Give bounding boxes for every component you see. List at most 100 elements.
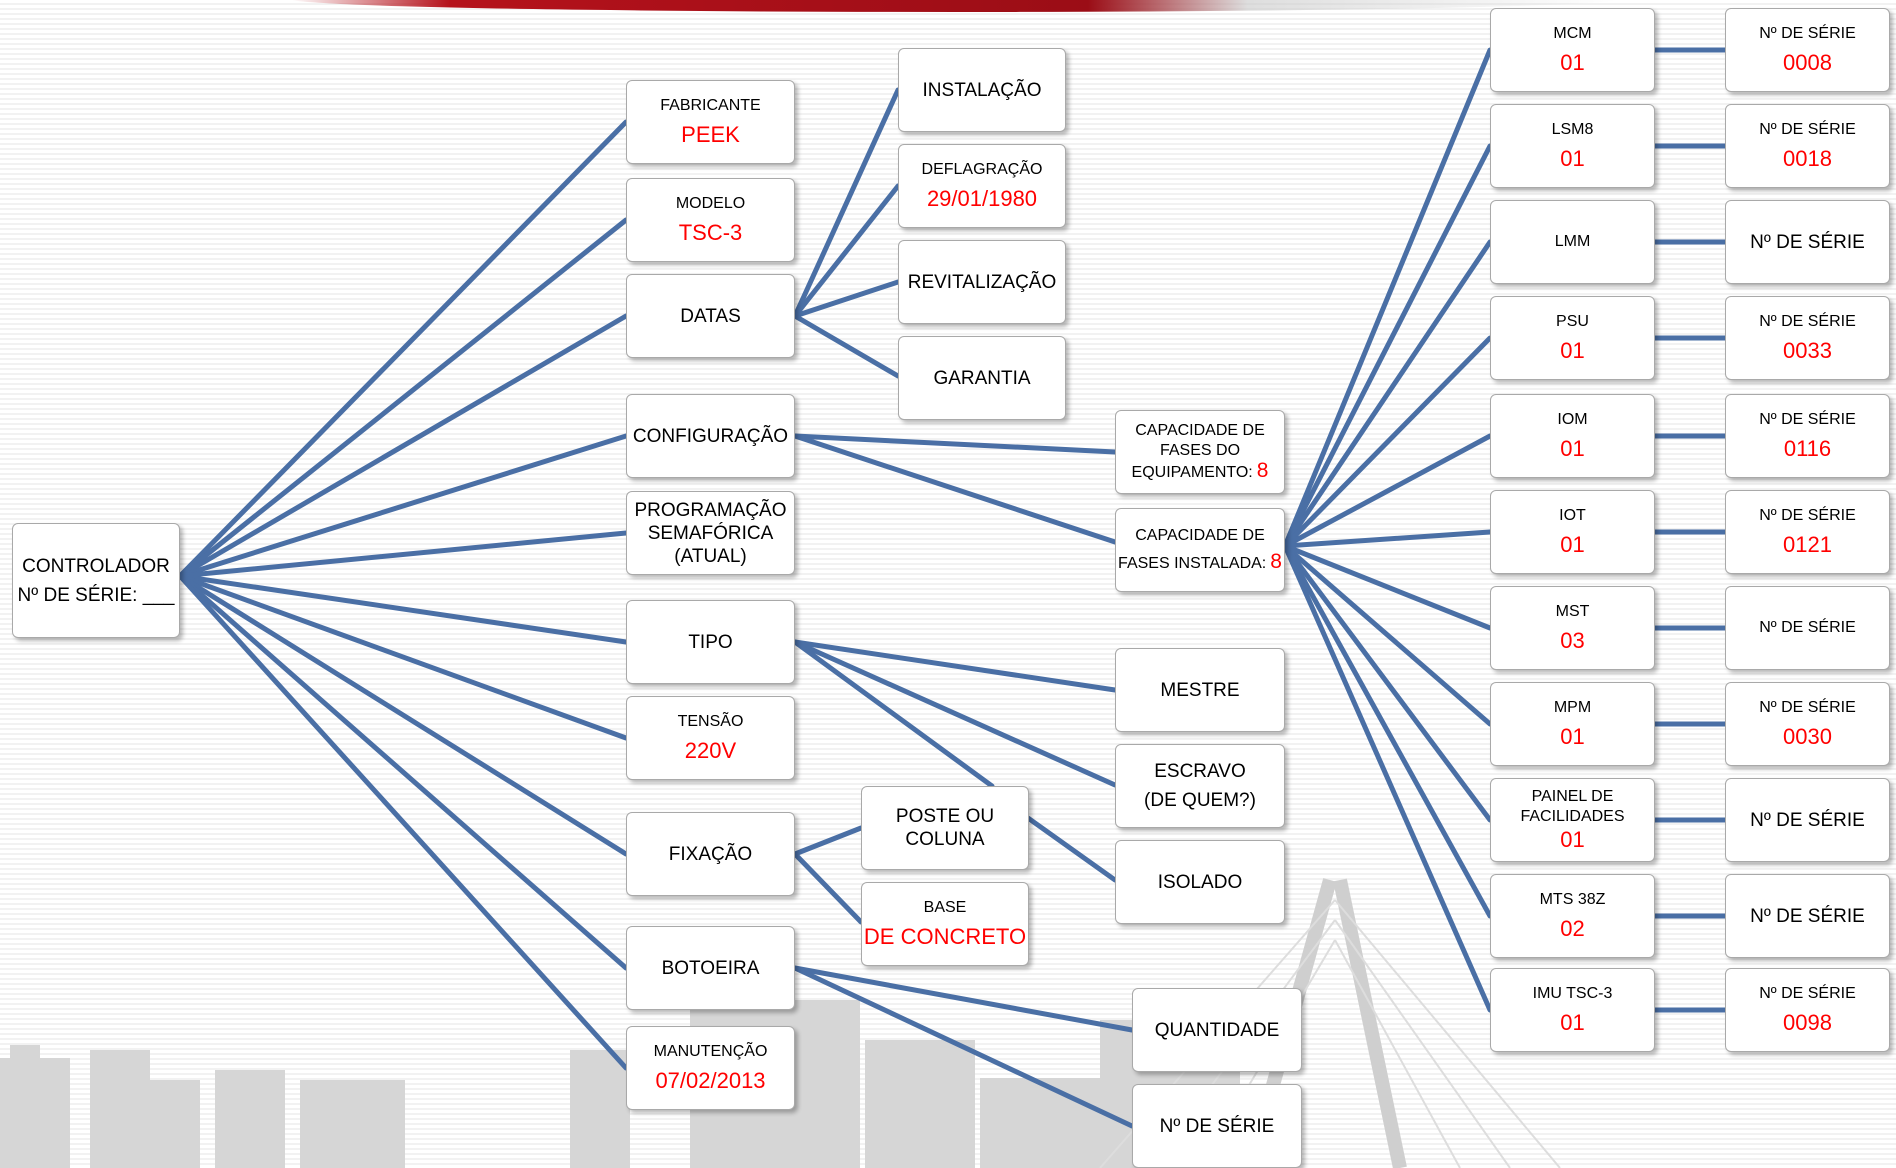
serial-label: Nº DE SÉRIE [1750, 231, 1865, 253]
connector-line [792, 825, 864, 857]
connector-line [177, 313, 629, 579]
serial-label: Nº DE SÉRIE [1759, 313, 1856, 330]
configuracao-box: CONFIGURAÇÃO [626, 394, 795, 478]
connector-line [792, 965, 1135, 1129]
connector-line [1282, 543, 1493, 1013]
modelo-value: TSC-3 [678, 220, 743, 245]
isolado-box: ISOLADO [1115, 840, 1285, 924]
module-qty: 01 [1560, 338, 1585, 363]
connector-line [1025, 815, 1118, 883]
connector-line [177, 530, 629, 579]
module-name: PAINEL DE FACILIDADES [1520, 788, 1625, 825]
module-qty: 01 [1560, 532, 1585, 557]
serial-label: Nº DE SÉRIE [1759, 699, 1856, 716]
module-name: MCM [1553, 25, 1592, 42]
serial-label: Nº DE SÉRIE [1759, 619, 1856, 636]
module-box: PSU 01 [1490, 296, 1655, 380]
serial-box: Nº DE SÉRIE [1725, 586, 1890, 670]
connector-line [177, 573, 629, 857]
botoeira-label: BOTOEIRA [661, 957, 760, 979]
module-box: LMM [1490, 200, 1655, 284]
serial-box: Nº DE SÉRIE 0098 [1725, 968, 1890, 1052]
poste-box: POSTE OU COLUNA [861, 786, 1029, 870]
revitalizacao-label: REVITALIZAÇÃO [907, 271, 1057, 293]
module-qty: 01 [1560, 724, 1585, 749]
connector-line [792, 639, 995, 789]
module-qty: 01 [1560, 146, 1585, 171]
cap-equipamento-line3-row: EQUIPAMENTO:8 [1131, 459, 1269, 483]
tensao-box: TENSÃO 220V [626, 696, 795, 780]
module-qty: 01 [1560, 827, 1585, 852]
cap-instalada-line1: CAPACIDADE DE [1135, 527, 1265, 544]
header-banner [290, 0, 1620, 12]
cap-equipamento-line1: CAPACIDADE DE [1135, 422, 1265, 439]
cap-equipamento-box: CAPACIDADE DE FASES DO EQUIPAMENTO:8 [1115, 410, 1285, 494]
connector-line [177, 573, 629, 645]
escravo-line2: (DE QUEM?) [1144, 790, 1256, 811]
cap-equipamento-line2: FASES DO [1159, 442, 1241, 459]
manutencao-label: MANUTENÇÃO [653, 1043, 768, 1060]
serial-label: Nº DE SÉRIE [1750, 905, 1865, 927]
serial-value: 0033 [1783, 338, 1832, 363]
datas-label: DATAS [680, 305, 741, 327]
cap-equipamento-line3: EQUIPAMENTO: [1131, 464, 1253, 481]
controller-label: CONTROLADOR [22, 555, 170, 577]
connector-line [1282, 47, 1493, 549]
connector-line [1282, 433, 1493, 549]
cap-equipamento-value: 8 [1256, 459, 1269, 482]
serial-label: Nº DE SÉRIE [1759, 985, 1856, 1002]
module-box: MTS 38Z 02 [1490, 874, 1655, 958]
serial-value: 0121 [1783, 532, 1832, 557]
serial-box: Nº DE SÉRIE 0116 [1725, 394, 1890, 478]
connector-line [1282, 239, 1493, 549]
serial-value: 0008 [1783, 50, 1832, 75]
mestre-box: MESTRE [1115, 648, 1285, 732]
connector-line [177, 573, 629, 971]
base-value: DE CONCRETO [863, 924, 1027, 949]
connector-line [792, 87, 901, 319]
modelo-label: MODELO [675, 195, 746, 212]
connector-line [1282, 543, 1493, 727]
connector-line [177, 573, 629, 741]
garantia-box: GARANTIA [898, 336, 1066, 420]
serial-label: Nº DE SÉRIE [1750, 809, 1865, 831]
programacao-line2: SEMAFÓRICA [647, 522, 774, 544]
connector-line [177, 217, 629, 579]
module-name: IMU TSC-3 [1532, 985, 1613, 1002]
serial-value: 0098 [1783, 1010, 1832, 1035]
module-box: IOM 01 [1490, 394, 1655, 478]
connector-line [792, 851, 864, 925]
botoeira-box: BOTOEIRA [626, 926, 795, 1010]
serial-box: Nº DE SÉRIE [1725, 778, 1890, 862]
serial-box: Nº DE SÉRIE [1725, 874, 1890, 958]
escravo-line1: ESCRAVO [1154, 761, 1246, 782]
serial-box: Nº DE SÉRIE 0018 [1725, 104, 1890, 188]
module-box: LSM8 01 [1490, 104, 1655, 188]
serial-label: Nº DE SÉRIE [1759, 507, 1856, 524]
serial-value: 0018 [1783, 146, 1832, 171]
serial-value: 0030 [1783, 724, 1832, 749]
quantidade-label: QUANTIDADE [1154, 1019, 1280, 1041]
deflagracao-label: DEFLAGRAÇÃO [921, 161, 1043, 178]
revitalizacao-box: REVITALIZAÇÃO [898, 240, 1066, 324]
connector-line [177, 433, 629, 579]
connector-line [792, 313, 901, 379]
tipo-label: TIPO [688, 631, 733, 653]
instalacao-label: INSTALAÇÃO [922, 79, 1042, 101]
programacao-line1: PROGRAMAÇÃO [634, 499, 787, 521]
module-box: PAINEL DE FACILIDADES 01 [1490, 778, 1655, 862]
module-name: MTS 38Z [1539, 891, 1606, 908]
tensao-label: TENSÃO [677, 713, 744, 730]
module-qty: 01 [1560, 1010, 1585, 1035]
serial-box: Nº DE SÉRIE 0008 [1725, 8, 1890, 92]
fabricante-value: PEEK [681, 122, 740, 147]
module-box: IMU TSC-3 01 [1490, 968, 1655, 1052]
controller-box: CONTROLADOR Nº DE SÉRIE: ___ [12, 523, 180, 638]
serial-value: 0116 [1783, 436, 1832, 461]
connector-line [1282, 143, 1493, 549]
serial-box: Nº DE SÉRIE [1725, 200, 1890, 284]
cap-instalada-value: 8 [1270, 550, 1282, 573]
connector-line [792, 433, 1118, 455]
configuracao-label: CONFIGURAÇÃO [632, 425, 789, 447]
connector-line [1282, 543, 1493, 919]
